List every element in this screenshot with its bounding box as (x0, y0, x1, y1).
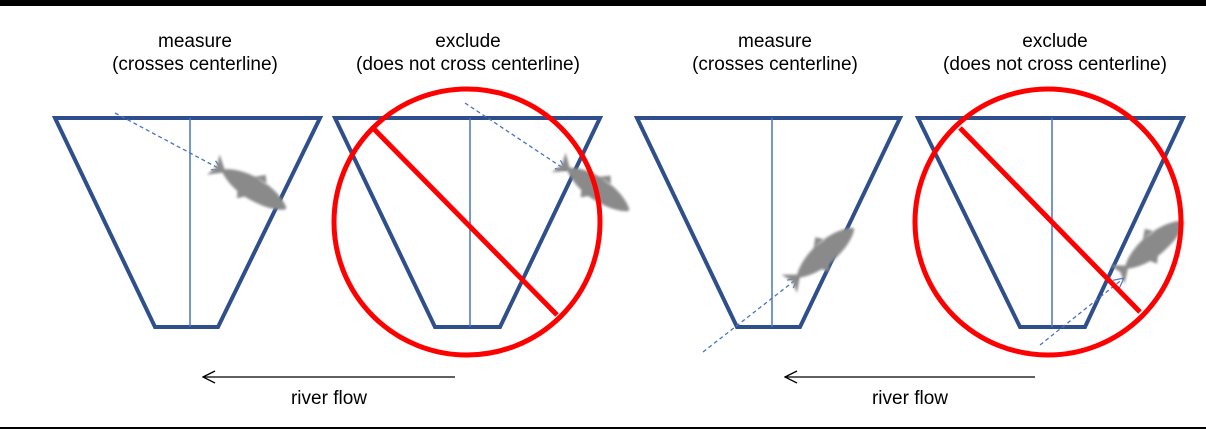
trap-panel-2 (334, 89, 639, 355)
prohibition-circle-4 (915, 89, 1181, 355)
prohibition-slash-4 (960, 128, 1140, 312)
trap-panel-4 (915, 89, 1194, 355)
trap-outline-3 (637, 118, 900, 327)
trap-outline-1 (55, 118, 320, 327)
fish-1 (205, 148, 296, 223)
fish-path-1 (115, 113, 222, 170)
trap-panel-1 (55, 113, 320, 327)
river-flow-label-2: river flow (810, 387, 1010, 410)
trap-panel-3 (637, 118, 900, 352)
river-flow-label-1: river flow (229, 387, 429, 410)
prohibition-slash-2 (373, 128, 557, 315)
fish-path-2 (465, 103, 566, 170)
